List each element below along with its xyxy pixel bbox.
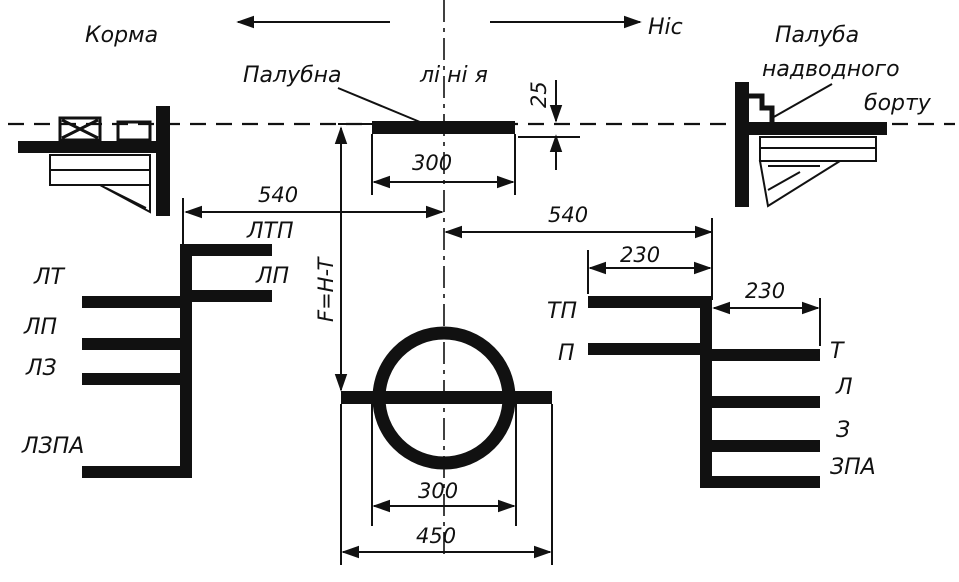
stern-deck-structure [18, 106, 170, 216]
freeboard-deck-structure [735, 82, 887, 208]
mark-zpa: ЗПА [830, 455, 876, 480]
mark-tp: ТП [547, 299, 577, 324]
dim-540-right: 540 [548, 203, 588, 227]
deck-line-caption-word1: Палубна [243, 63, 342, 88]
dim-300-bottom: 300 [418, 479, 458, 503]
dim-450: 450 [416, 524, 456, 548]
deck-line-caption-word2: лі ні я [419, 63, 488, 88]
bow-label: Ніс [648, 15, 683, 40]
dim-25: 25 [527, 81, 551, 108]
dim-540-left: 540 [258, 183, 298, 207]
mark-lt: ЛТ [33, 265, 66, 290]
freeboard-deck-label-line1: Палуба [775, 23, 859, 48]
mark-lz: ЛЗ [25, 356, 57, 381]
mark-lp: ЛП [23, 315, 57, 340]
mark-t: Т [830, 339, 845, 364]
mark-p: П [558, 341, 575, 366]
freeboard-deck-label-line2: надводного [762, 57, 900, 82]
deck-line-leader [337, 87, 421, 123]
dim-230-upper: 230 [620, 243, 660, 267]
mark-lp-upper: ЛП [255, 264, 289, 289]
freeboard-formula: F=H-T [314, 255, 338, 322]
mark-l: Л [835, 375, 853, 400]
right-load-line-marks [588, 296, 820, 488]
mark-lzpa: ЛЗПА [21, 434, 84, 459]
mark-z: З [836, 418, 850, 443]
deck-line-bar [372, 121, 515, 134]
stern-label: Корма [85, 23, 158, 48]
mark-ltp: ЛТП [246, 219, 294, 244]
left-load-line-marks [82, 244, 272, 478]
freeboard-deck-leader [771, 83, 833, 119]
load-line-bar [341, 391, 552, 404]
dim-300-top: 300 [412, 151, 452, 175]
dim-230-lower: 230 [745, 279, 785, 303]
freeboard-deck-label-line3: борту [864, 91, 932, 116]
